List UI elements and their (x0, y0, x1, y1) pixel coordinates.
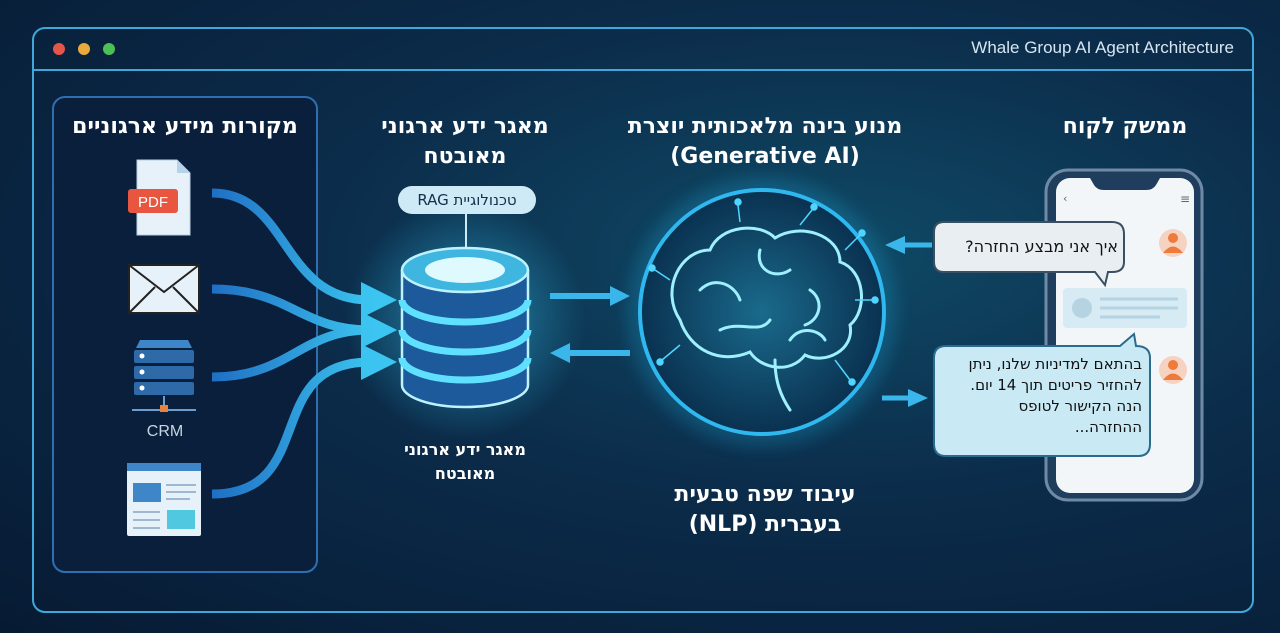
svg-text:PDF: PDF (138, 194, 168, 211)
client-title: ממשק לקוח (1062, 114, 1188, 139)
maximize-dot[interactable] (103, 43, 115, 55)
arrow-web (211, 344, 397, 499)
answer-line: להחזיר פריטים תוך 14 יום. (970, 376, 1142, 394)
engine-caption: עיבוד שפה טבעית בעברית (NLP) (620, 480, 910, 540)
engine-title-line1: מנוע בינה מלאכותית יוצרת (627, 114, 903, 139)
knowledge-title: מאגר ידע ארגוני מאובטח (360, 112, 570, 172)
answer-bubble (933, 332, 1151, 457)
close-dot[interactable] (53, 43, 65, 55)
window-title: Whale Group AI Agent Architecture (971, 38, 1234, 57)
question-text: איך אני מבצע החזרה? (965, 237, 1118, 256)
engine-title-line2: (Generative AI) (670, 144, 860, 169)
engine-caption-line2: בעברית (NLP) (688, 512, 842, 537)
db-brain-arrows (550, 286, 630, 363)
crm-label: CRM (146, 423, 184, 440)
answer-line: ההחזרה... (1074, 418, 1142, 436)
answer-line: הנה הקישור לטופס (1018, 397, 1142, 415)
minimize-dot[interactable] (78, 43, 90, 55)
arrow-pdf (211, 188, 397, 318)
brain-icon (627, 177, 897, 447)
knowledge-title-line1: מאגר ידע ארגוני (381, 114, 549, 139)
sources-title: מקורות מידע ארגוניים (72, 114, 298, 139)
knowledge-title-line2: מאובטח (423, 144, 507, 169)
back-icon: ‹ (1063, 192, 1067, 205)
server-icon (132, 340, 196, 412)
answer-line: בהתאם למדיניות שלנו, ניתן (968, 355, 1143, 373)
engine-caption-line1: עיבוד שפה טבעית (674, 482, 856, 507)
question-bubble (933, 221, 1125, 288)
user-avatar-icon (1159, 229, 1187, 257)
knowledge-caption-line1: מאגר ידע ארגוני (404, 440, 526, 459)
pdf-file-icon: PDF (128, 159, 191, 236)
sources-panel (52, 96, 318, 573)
knowledge-caption-line2: מאובטח (434, 464, 496, 483)
client-arrows (882, 236, 932, 407)
answer-text: בהתאם למדיניות שלנו, ניתן להחזיר פריטים … (940, 354, 1143, 438)
user-avatar-icon (1159, 356, 1187, 384)
engine-title: מנוע בינה מלאכותית יוצרת (Generative AI) (600, 112, 930, 172)
knowledge-caption: מאגר ידע ארגוני מאובטח (360, 438, 570, 486)
envelope-icon (128, 264, 200, 314)
window-frame (32, 27, 1254, 613)
rag-badge: טכנולוגיית RAG (398, 186, 536, 214)
menu-icon: ≡ (1180, 192, 1190, 206)
webpage-icon (127, 463, 201, 536)
database-icon (398, 246, 532, 409)
